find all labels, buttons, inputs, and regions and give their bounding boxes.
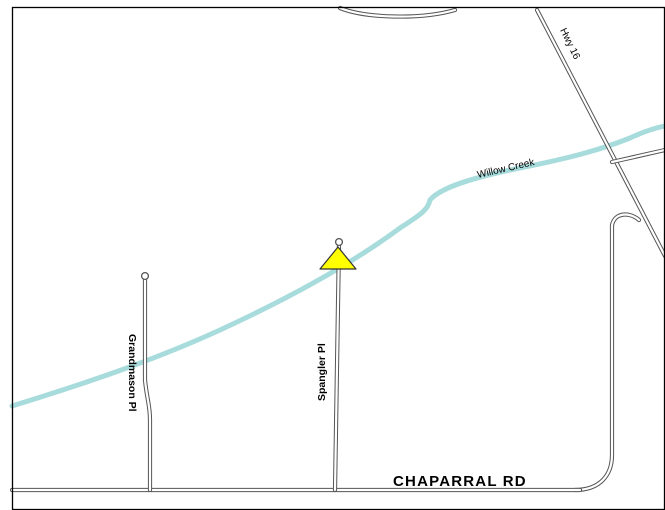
main-road-label: CHAPARRAL RD	[393, 473, 527, 490]
location-marker-icon[interactable]	[319, 246, 357, 270]
highway-road	[535, 8, 665, 258]
street-center-cul-de-sac	[334, 237, 344, 247]
street-west-cul-de-sac	[140, 271, 150, 281]
street-center-road	[333, 241, 341, 492]
creek-line	[9, 123, 665, 409]
branch-road	[610, 148, 665, 164]
street-center-label: Spangler Pl	[316, 343, 328, 401]
street-west-label: Grandmason Pl	[126, 334, 138, 412]
connector-road	[573, 213, 641, 492]
road-top-curve	[338, 6, 457, 18]
street-west-road	[143, 274, 152, 492]
